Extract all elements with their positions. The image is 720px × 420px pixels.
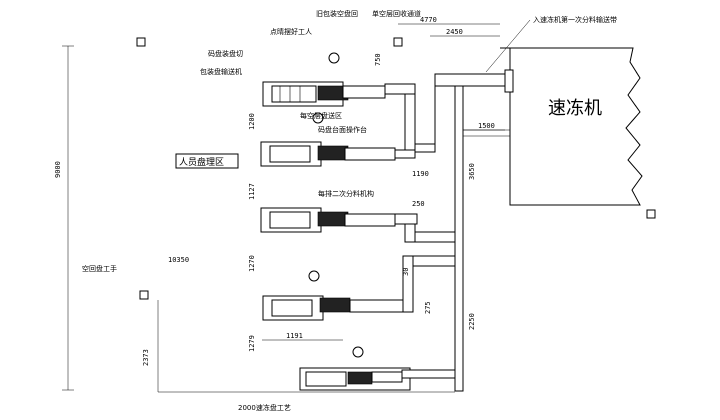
label-mid-2: 码盘台面操作台 — [318, 125, 367, 134]
label-top-3: 入速冻机第一次分料输送带 — [533, 15, 617, 24]
dim-bottom-height: 2373 — [142, 349, 150, 366]
corner-marker — [393, 37, 403, 47]
top-dimensions: 4770 2450 1500 3650 2250 750 1190 250 30… — [374, 16, 505, 330]
freezer-machine: 速冻机 — [500, 47, 643, 206]
label-worker: 空回盘工手 — [82, 264, 117, 273]
dim-small-3: 30 — [402, 268, 410, 276]
label-mid-3: 每排二次分料机构 — [318, 189, 374, 198]
row-dimensions: 1200 1127 1270 1279 1191 10350 — [168, 113, 343, 352]
dim-top-width: 4770 — [420, 16, 437, 24]
label-left-2: 码盘装盘切 — [208, 49, 243, 58]
dim-row-width-2: 1191 — [286, 332, 303, 340]
bottom-bracket: 2373 — [142, 300, 455, 393]
dim-row-spacing-3: 1270 — [248, 255, 256, 272]
dim-row-spacing-1: 1200 — [248, 113, 256, 130]
dim-row-spacing-2: 1127 — [248, 183, 256, 200]
dim-small-4: 275 — [424, 301, 432, 314]
dim-row-width: 1190 — [412, 170, 429, 178]
row-5 — [299, 367, 456, 391]
dim-small-1: 750 — [374, 53, 382, 66]
dim-small-2: 250 — [412, 200, 425, 208]
left-dimension: 9000 — [54, 45, 74, 391]
dim-row-spacing-4: 1279 — [248, 335, 256, 352]
dim-total-height: 9000 — [54, 161, 62, 178]
label-top-2: 单空层回收通道 — [372, 9, 421, 18]
label-mid-1: 每空层盘送区 — [300, 111, 342, 120]
freezer-label: 速冻机 — [548, 98, 602, 119]
dim-vertical-right: 3650 — [468, 163, 476, 180]
row-1 — [262, 80, 436, 153]
dim-gap-mid: 1500 — [478, 122, 495, 130]
label-top-1: 旧包装空盘回 — [316, 9, 358, 18]
row-3 — [260, 207, 456, 243]
label-left-1: 点晴摆好工人 — [270, 27, 312, 36]
label-bottom: 2000速冻盘工艺 — [238, 403, 291, 412]
label-left-3: 包装盘输送机 — [200, 67, 242, 76]
corner-marker — [136, 37, 146, 47]
row-2 — [260, 141, 416, 167]
row-4 — [262, 255, 456, 321]
callouts: 旧包装空盘回 单空层回收通道 入速冻机第一次分料输送带 点晴摆好工人 码盘装盘切… — [82, 9, 617, 412]
dim-vertical-right-2: 2250 — [468, 313, 476, 330]
corner-marker — [139, 290, 149, 300]
worker-icons — [308, 52, 364, 358]
dim-worker-gap: 10350 — [168, 256, 189, 264]
main-conveyor — [434, 69, 514, 392]
dim-top-right: 2450 — [446, 28, 463, 36]
corner-marker — [646, 209, 656, 219]
label-side-group: 人员盘理区 — [179, 156, 224, 168]
